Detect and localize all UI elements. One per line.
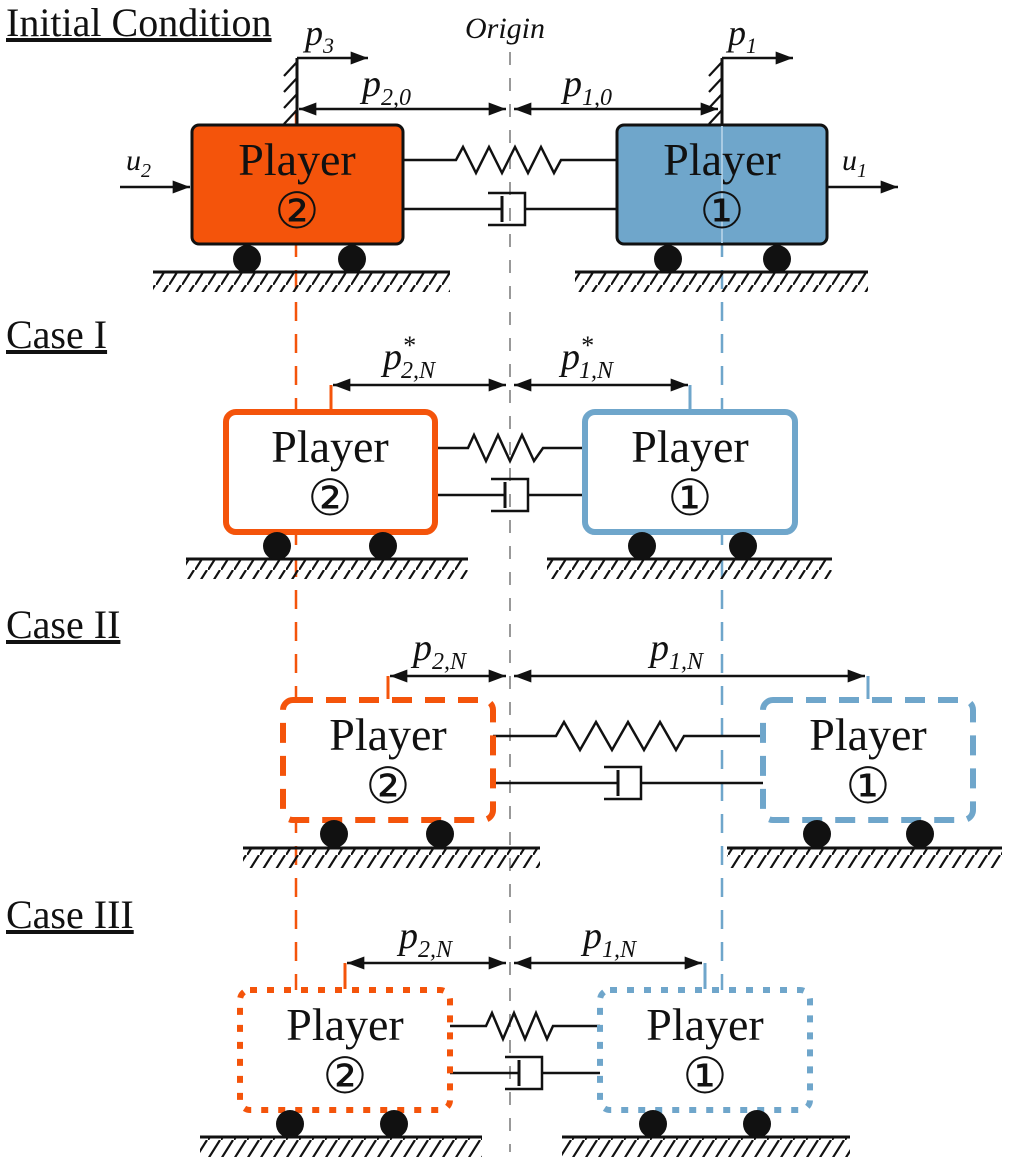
label-u2: u2 [126, 144, 151, 182]
wheel [743, 1110, 771, 1138]
ground-player2 [186, 557, 468, 579]
cart-player1-name: Player [646, 999, 764, 1050]
cart-player2-name: Player [238, 134, 356, 185]
cart-player1-number: ① [683, 1047, 728, 1105]
ground-player1 [727, 846, 1002, 868]
dimension-p10: p1,0 [513, 63, 719, 116]
label-p1N-star: p*1,N [558, 331, 615, 384]
section-case2: Case II p2,N p1,N Player ② [6, 602, 1002, 868]
ground-player1 [575, 270, 868, 292]
cart-player2-name: Player [329, 709, 447, 760]
cart-player1-initial: Player ① [615, 123, 829, 273]
heading-case1: Case I [6, 312, 107, 357]
dimension-p1N: p1,N [513, 627, 866, 683]
cart-player2-case3: Player ② [237, 987, 453, 1138]
cart-player1-number: ① [700, 182, 745, 240]
cart-player1-case1: Player ① [582, 409, 798, 560]
ground-player2 [243, 846, 540, 868]
wheel [276, 1110, 304, 1138]
wheel [263, 532, 291, 560]
anchor-p3: p3 [283, 13, 368, 125]
cart-player2-initial: Player ② [190, 123, 405, 273]
heading-case2: Case II [6, 602, 120, 647]
label-p20: p2,0 [359, 63, 411, 111]
ground-player1 [562, 1135, 850, 1157]
cart-player2-case2: Player ② [280, 697, 496, 848]
spring-icon [435, 432, 585, 464]
dimension-p1N-star: p*1,N [513, 331, 689, 392]
label-p1N: p1,N [580, 915, 638, 963]
cart-player1-number: ① [846, 757, 891, 815]
damper-icon [493, 765, 763, 801]
wheel [906, 820, 934, 848]
damper-icon [403, 191, 617, 227]
cart-player2-number: ② [275, 182, 320, 240]
section-case1: Case I p*2,N p*1,N Player ② [6, 312, 832, 579]
ground-player2 [200, 1135, 482, 1157]
label-p2N: p2,N [396, 915, 454, 963]
cart-player2-name: Player [286, 999, 404, 1050]
label-p3: p3 [302, 13, 334, 58]
anchor-p1: p1 [708, 13, 794, 125]
label-p2N-star: p*2,N [380, 331, 437, 384]
label-p1N: p1,N [647, 627, 705, 675]
cart-player2-name: Player [271, 421, 389, 472]
wheel [639, 1110, 667, 1138]
dimension-p2N: p2,N [347, 915, 506, 970]
cart-player2-case1: Player ② [223, 409, 438, 560]
origin-label: Origin [465, 12, 545, 45]
cart-player1-number: ① [668, 469, 713, 527]
cart-player2-number: ② [323, 1047, 368, 1105]
heading-case3: Case III [6, 892, 134, 937]
dimension-p2N-star: p*2,N [333, 331, 506, 392]
wheel [729, 532, 757, 560]
label-p2N: p2,N [410, 627, 468, 675]
cart-player1-case2: Player ① [760, 697, 976, 848]
cart-player2-number: ② [366, 757, 411, 815]
wheel [654, 245, 682, 273]
dimension-p2N: p2,N [390, 627, 506, 683]
label-u1: u1 [842, 144, 867, 182]
heading-initial-condition: Initial Condition [6, 0, 272, 45]
wheel [338, 245, 366, 273]
wall-hatch-icon [708, 61, 723, 125]
section-initial-condition: Initial Condition Origin p3 p1 [6, 0, 899, 292]
cart-player1-case3: Player ① [597, 987, 813, 1138]
wheel [426, 820, 454, 848]
spring-icon [450, 1009, 600, 1043]
wheel [369, 532, 397, 560]
dimension-p20: p2,0 [299, 63, 506, 116]
damper-icon [450, 1055, 600, 1091]
cart-player1-name: Player [631, 421, 749, 472]
dimension-p1N: p1,N [513, 915, 703, 970]
wheel [320, 820, 348, 848]
wheel [763, 245, 791, 273]
damper-icon [435, 477, 585, 513]
wheel [803, 820, 831, 848]
ground-player2 [153, 270, 450, 292]
spring-icon [493, 719, 763, 753]
cart-player1-name: Player [809, 709, 927, 760]
label-p10: p1,0 [560, 63, 612, 111]
label-p1: p1 [725, 13, 757, 58]
input-u1: u1 [828, 144, 899, 194]
wheel [628, 532, 656, 560]
ground-player1 [547, 557, 832, 579]
wall-hatch-icon [283, 61, 298, 125]
input-u2: u2 [120, 144, 191, 194]
wheel [233, 245, 261, 273]
cart-player2-number: ② [308, 469, 353, 527]
wheel [380, 1110, 408, 1138]
section-case3: Case III p2,N p1,N Player ② [6, 892, 850, 1157]
cart-player1-name: Player [663, 134, 781, 185]
spring-icon [403, 144, 617, 176]
